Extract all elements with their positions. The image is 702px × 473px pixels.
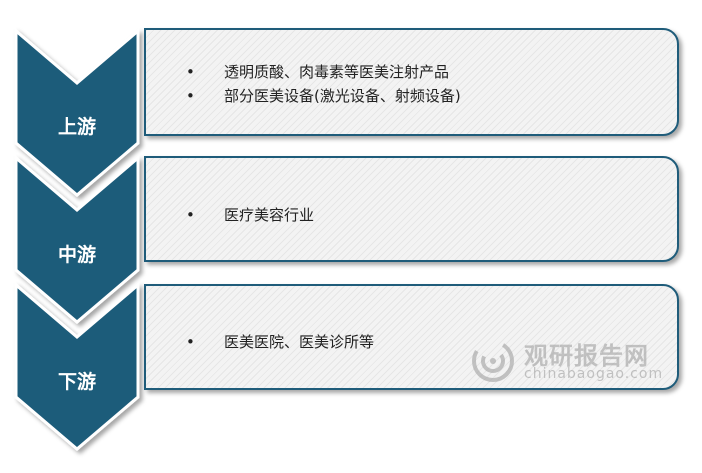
downstream-list: • 医美医院、医美诊所等 [186,330,374,354]
upstream-chevron [14,27,140,197]
list-item: • 医疗美容行业 [186,203,314,227]
bullet-icon: • [186,63,195,81]
midstream-label: 中游 [57,244,96,266]
list-item: • 部分医美设备(激光设备、射频设备) [186,84,461,108]
swirl-logo-icon [472,340,514,382]
list-item: • 医美医院、医美诊所等 [186,330,374,354]
watermark: 观研报告网 chinabaogao.com [470,336,690,388]
list-item-text: 医美医院、医美诊所等 [224,333,375,351]
downstream-label: 下游 [57,371,96,393]
list-item-text: 部分医美设备(激光设备、射频设备) [224,87,461,105]
bullet-icon: • [186,206,195,224]
downstream-chevron [14,281,140,451]
midstream-box: • 医疗美容行业 [144,156,679,262]
midstream-list: • 医疗美容行业 [186,203,314,227]
list-item: • 透明质酸、肉毒素等医美注射产品 [186,60,461,84]
watermark-name: 观研报告网 [524,342,649,370]
watermark-url: chinabaogao.com [524,366,664,382]
upstream-box: • 透明质酸、肉毒素等医美注射产品 • 部分医美设备(激光设备、射频设备) [144,28,679,136]
bullet-icon: • [186,87,195,105]
upstream-list: • 透明质酸、肉毒素等医美注射产品 • 部分医美设备(激光设备、射频设备) [186,60,461,108]
downstream-box: • 医美医院、医美诊所等 [144,284,679,390]
upstream-label: 上游 [57,116,96,138]
list-item-text: 医疗美容行业 [224,206,315,224]
bullet-icon: • [186,333,195,351]
midstream-chevron [14,154,140,324]
list-item-text: 透明质酸、肉毒素等医美注射产品 [224,63,450,81]
